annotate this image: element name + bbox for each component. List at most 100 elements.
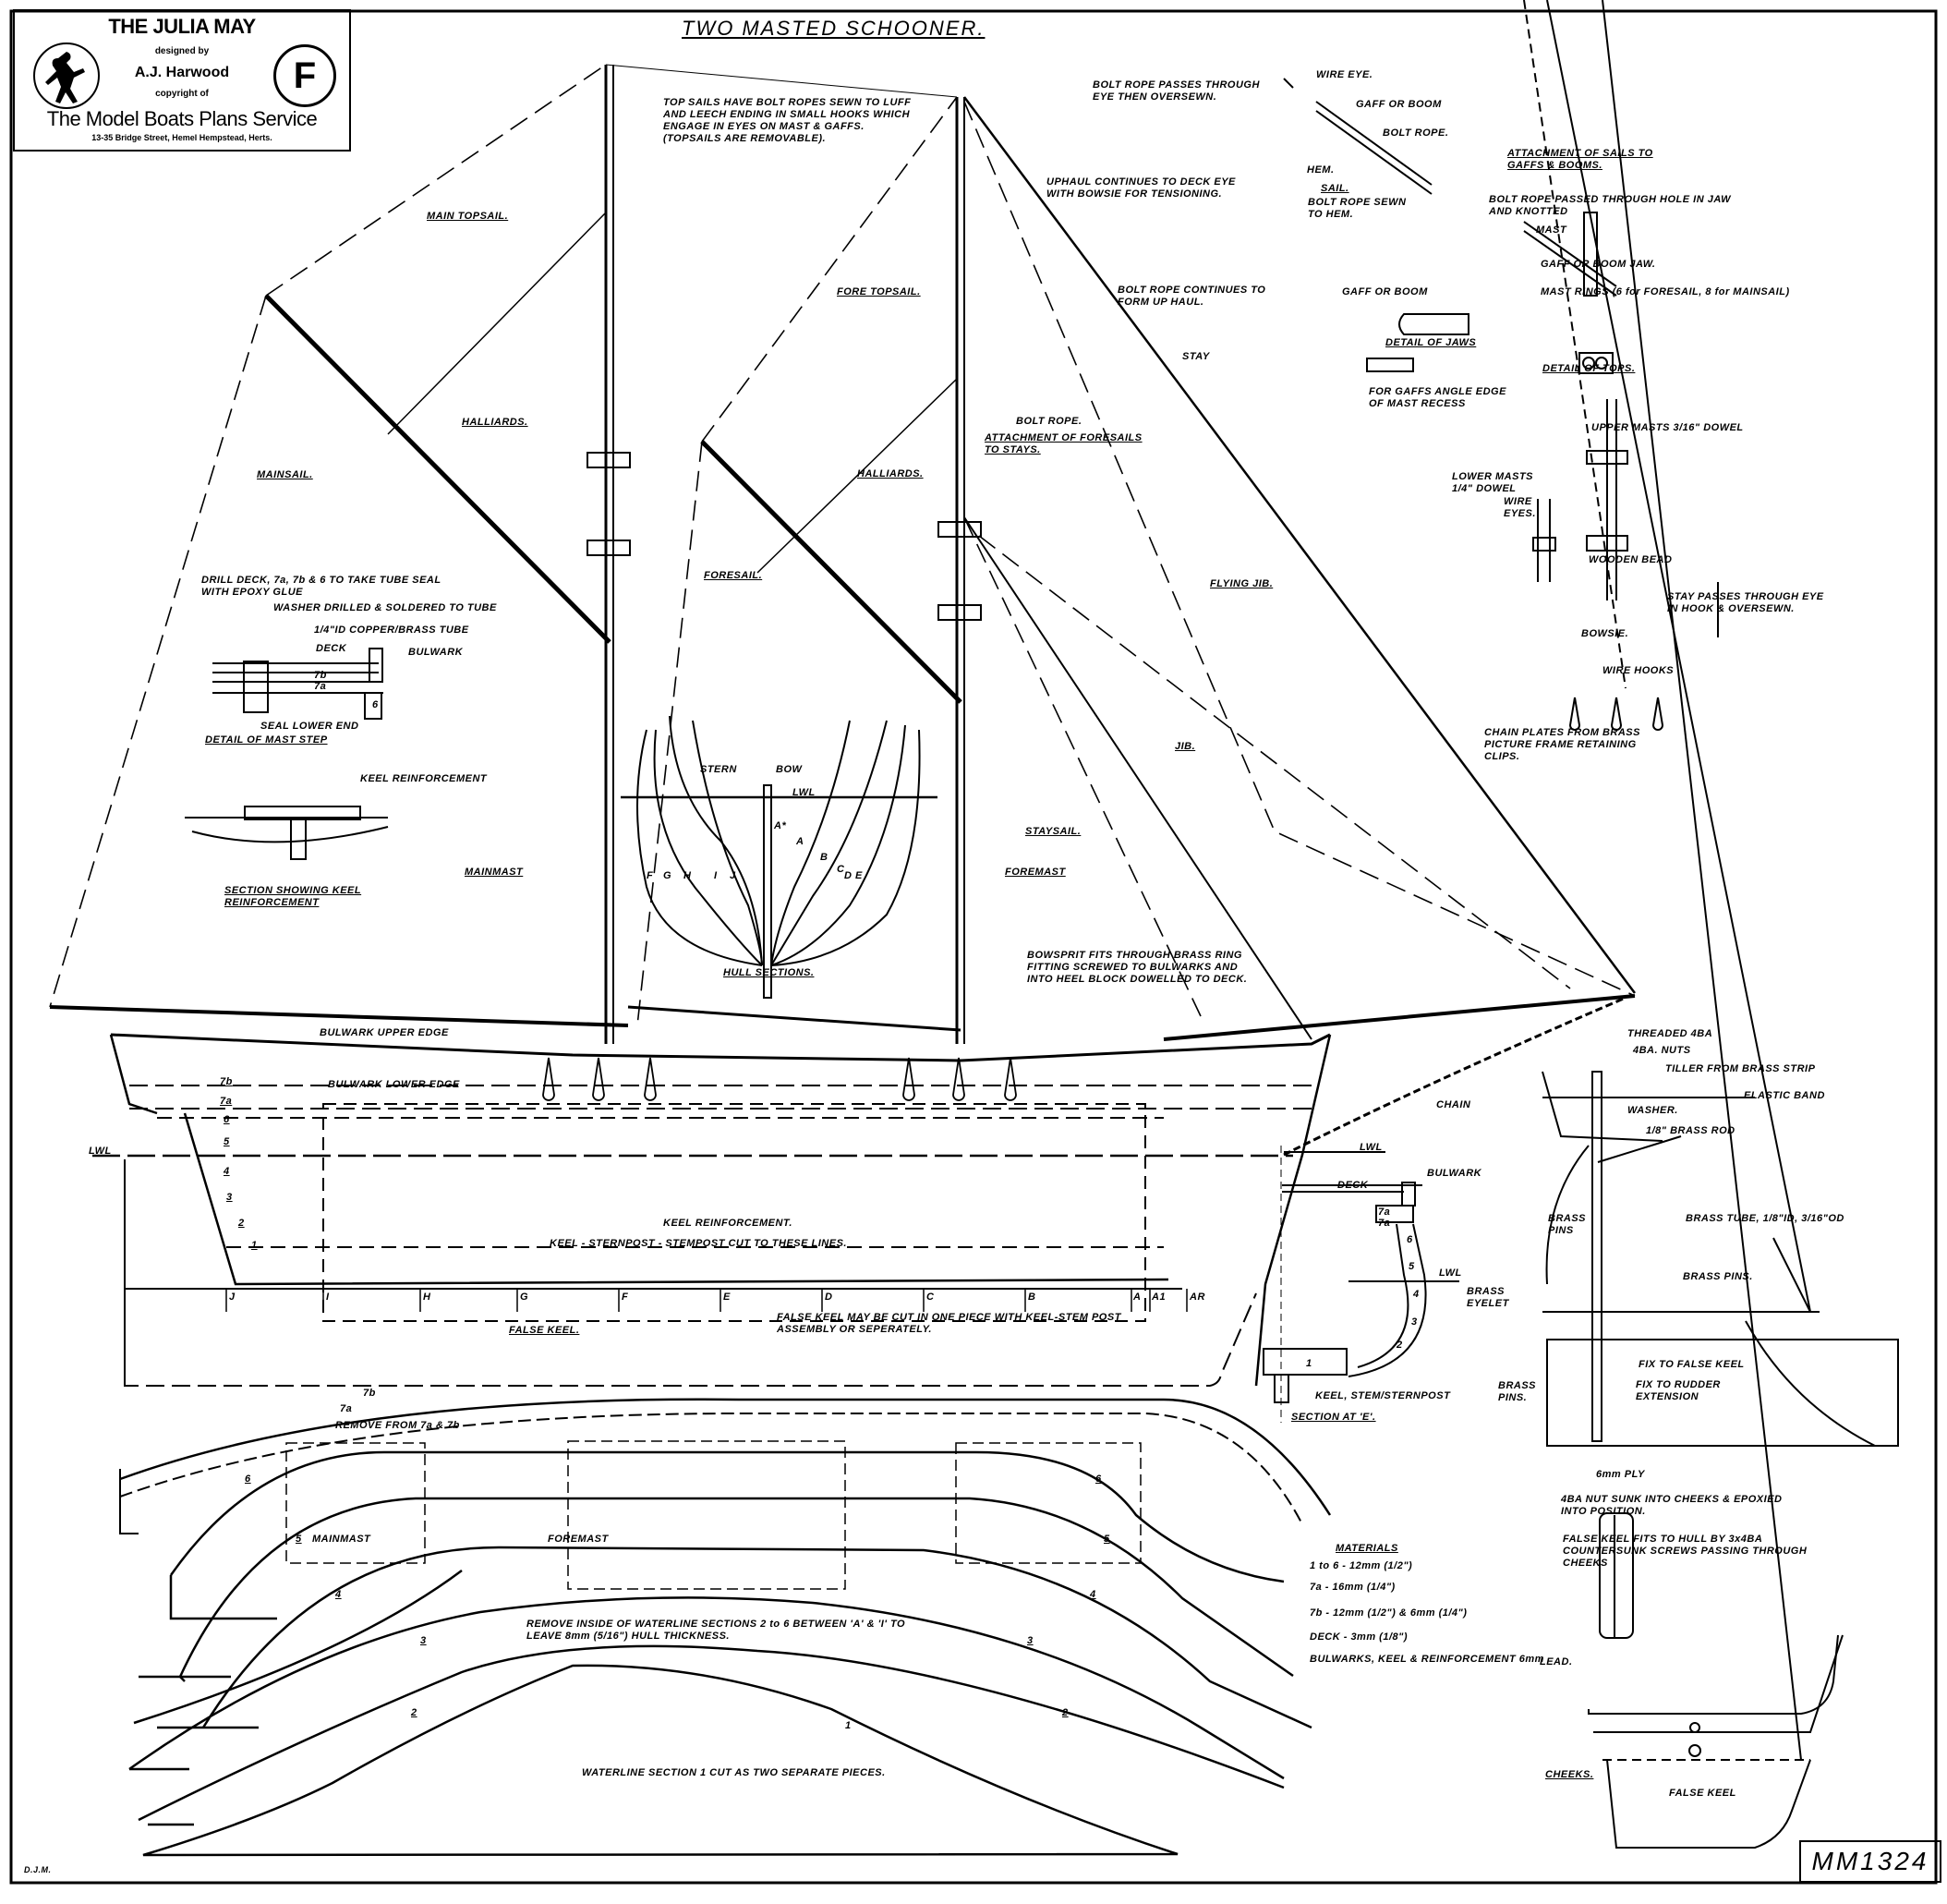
profile-station-ar: AR [1190, 1292, 1205, 1303]
section-e-deck-label: DECK [1337, 1180, 1369, 1191]
publisher-address: 13-35 Bridge Street, Hemel Hempstead, He… [91, 133, 272, 142]
section-e-lwl2-label: LWL [1439, 1267, 1462, 1279]
bulwark-upper-edge-label: BULWARK UPPER EDGE [320, 1027, 449, 1038]
keel-reinforcement-profile-label: KEEL REINFORCEMENT. [663, 1218, 792, 1229]
sail-label: SAIL. [1321, 183, 1349, 194]
station-h-label: H [683, 870, 692, 881]
anchor-chain [1283, 996, 1627, 1157]
brass-tube-label: BRASS TUBE, 1/8"ID, 3/16"OD [1686, 1213, 1844, 1224]
flying-jib-edge [963, 101, 1636, 997]
waterline-4 [201, 1546, 1312, 1729]
brass-eyelet-label: BRASS EYELET [1467, 1286, 1509, 1309]
brass-rod-label: 1/8" BRASS ROD [1646, 1125, 1735, 1136]
materials-heading: MATERIALS [1336, 1543, 1398, 1554]
section-e-layer-6: 6 [1407, 1234, 1413, 1245]
stern-label: STERN [700, 764, 737, 775]
remove-inside-note: REMOVE INSIDE OF WATERLINE SECTIONS 2 to… [526, 1619, 906, 1642]
profile-lwl-label: LWL [89, 1146, 112, 1157]
layer-5: 5 [224, 1136, 230, 1147]
bowsprit [1163, 994, 1636, 1041]
wl-right-5: 5 [1104, 1534, 1110, 1545]
grade-mark: F [273, 44, 336, 107]
rudder-detail [1542, 0, 1899, 1447]
detail-of-tops-heading: DETAIL OF TOPS. [1542, 363, 1636, 374]
detail-of-jaws-heading: DETAIL OF JAWS [1385, 337, 1477, 348]
foremast-label: FOREMAST [1005, 867, 1066, 878]
deck-label: DECK [316, 643, 347, 654]
profile-station-e: E [723, 1292, 731, 1303]
stem [1254, 1034, 1332, 1387]
section-e-detail [1263, 1146, 1459, 1423]
material-item: 7a - 16mm (1/4") [1310, 1582, 1396, 1593]
designer-name: A.J. Harwood [134, 65, 230, 80]
ballast-detail [1588, 0, 1844, 1849]
waterline-5 [178, 1497, 1294, 1678]
bolt-rope-detail-label: BOLT ROPE. [1383, 127, 1449, 139]
wire-eyes-label: WIRE EYES. [1504, 496, 1536, 519]
wire-hooks-label: WIRE HOOKS [1602, 665, 1675, 676]
waterline-3 [128, 1596, 1285, 1780]
layer-7b-label: 7b [314, 670, 327, 681]
staysail-label: STAYSAIL. [1025, 826, 1082, 837]
layer-4: 4 [224, 1166, 230, 1177]
publisher-name: The Model Boats Plans Service [46, 107, 318, 130]
wl-center-1: 1 [845, 1720, 852, 1731]
station-b-label: B [820, 852, 828, 863]
main-topsail-edge [265, 64, 607, 297]
wire-eye-label: WIRE EYE. [1316, 69, 1373, 80]
jib-label: JIB. [1175, 741, 1196, 752]
tube-note: 1/4"ID COPPER/BRASS TUBE [314, 625, 469, 636]
station-a-label: A [796, 836, 804, 847]
wl-right-3: 3 [1027, 1635, 1034, 1646]
plan-number: MM1324 [1799, 1840, 1941, 1883]
section-e-layer-3: 3 [1411, 1316, 1418, 1328]
waterline-7a-label: 7a [340, 1403, 353, 1414]
bolt-rope-passes-note: BOLT ROPE PASSES THROUGH EYE THEN OVERSE… [1093, 79, 1260, 103]
profile-station-a: A [1133, 1292, 1142, 1303]
keel-reinforcement-label: KEEL REINFORCEMENT [360, 773, 488, 784]
wl-left-6: 6 [245, 1473, 251, 1485]
waterline-7b-label: 7b [363, 1388, 376, 1399]
bolt-rope-sewn-label: BOLT ROPE SEWN TO HEM. [1308, 197, 1407, 220]
foresail-label: FORESAIL. [704, 570, 763, 581]
mast-step-detail [212, 648, 383, 720]
profile-station-d: D [825, 1292, 833, 1303]
layer-6: 6 [224, 1114, 230, 1125]
wl-left-2: 2 [411, 1707, 417, 1718]
section-e-layer-7a-2: 7a [1378, 1218, 1391, 1229]
mast-detail [1523, 0, 1719, 731]
mast-step-heading: DETAIL OF MAST STEP [205, 734, 328, 746]
mainmast-top [587, 452, 631, 468]
for-gaffs-note: FOR GAFFS ANGLE EDGE OF MAST RECESS [1369, 386, 1506, 409]
layer-7a-label: 7a [314, 681, 327, 692]
drafter-initials: D.J.M. [24, 1865, 52, 1874]
bolt-rope-label: BOLT ROPE. [1016, 416, 1082, 427]
main-gaff [264, 294, 611, 644]
keel-reinforcement-heading: SECTION SHOWING KEEL REINFORCEMENT [224, 885, 362, 908]
keel-reinforcement-outline [322, 1103, 1146, 1322]
wl-right-2: 2 [1062, 1707, 1069, 1718]
brass-pins-lower-label: BRASS PINS. [1498, 1380, 1537, 1403]
drill-deck-note: DRILL DECK, 7a, 7b & 6 TO TAKE TUBE SEAL… [201, 575, 441, 598]
station-f-label: F [647, 870, 654, 881]
waterline-7b [119, 1398, 1332, 1516]
hull-sections [621, 715, 937, 999]
brass-pins-upper-label: BRASS PINS [1548, 1213, 1587, 1236]
flying-jib-label: FLYING JIB. [1210, 578, 1274, 589]
layer-6-label: 6 [372, 699, 379, 710]
false-keel-note: FALSE KEEL MAY BE CUT IN ONE PIECE WITH … [777, 1312, 1121, 1335]
brass-pins-label: BRASS PINS. [1683, 1271, 1753, 1282]
runner-logo-icon [33, 42, 100, 109]
stay-label: STAY [1182, 351, 1210, 362]
keel-reinforcement-detail [185, 806, 389, 860]
wl-right-4: 4 [1090, 1589, 1096, 1600]
tiller-label: TILLER FROM BRASS STRIP [1665, 1063, 1816, 1074]
seal-lower-end-label: SEAL LOWER END [260, 721, 359, 732]
false-keel-detail-label: FALSE KEEL [1669, 1788, 1736, 1799]
designed-by-label: designed by [154, 46, 210, 56]
washer-note: WASHER DRILLED & SOLDERED TO TUBE [273, 602, 497, 613]
bulwark-label: BULWARK [408, 647, 464, 658]
hem-label: HEM. [1307, 164, 1335, 176]
topsail-note: TOP SAILS HAVE BOLT ROPES SEWN TO LUFF A… [663, 97, 912, 144]
